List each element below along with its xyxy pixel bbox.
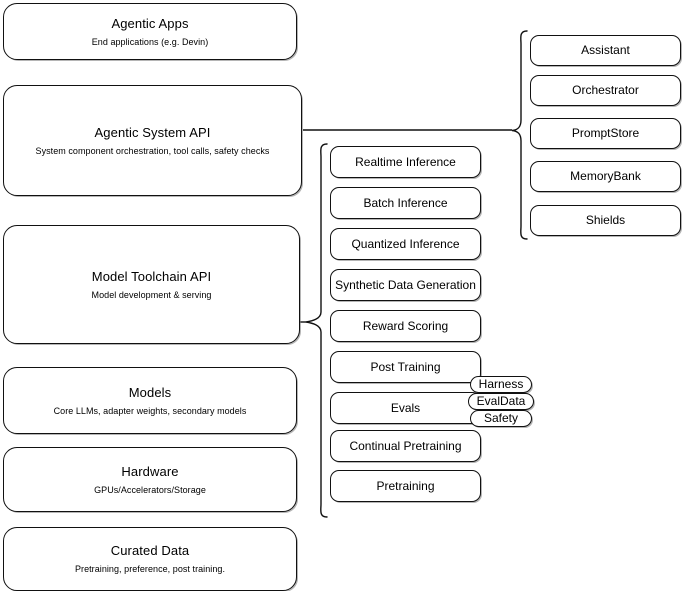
capability-label: Pretraining <box>376 478 435 493</box>
layer-models[interactable]: Models Core LLMs, adapter weights, secon… <box>3 367 297 434</box>
component-label: PromptStore <box>571 126 640 140</box>
layer-title: Model Toolchain API <box>91 268 212 284</box>
capability-continual-pretraining[interactable]: Continual Pretraining <box>330 430 481 462</box>
component-orchestrator[interactable]: Orchestrator <box>530 75 681 106</box>
layer-curated-data[interactable]: Curated Data Pretraining, preference, po… <box>3 527 297 591</box>
component-label: Orchestrator <box>572 83 639 97</box>
capability-batch-inference[interactable]: Batch Inference <box>330 187 481 219</box>
capability-evals[interactable]: Evals <box>330 392 481 424</box>
capability-label: Batch Inference <box>363 195 448 210</box>
layer-subtitle: Model development & serving <box>91 289 212 300</box>
evals-tag-label: Safety <box>483 411 519 425</box>
capability-label: Quantized Inference <box>351 236 460 251</box>
layer-title: Curated Data <box>110 543 190 558</box>
capability-label: Realtime Inference <box>355 154 456 169</box>
component-label: Shields <box>585 213 626 227</box>
capability-label: Post Training <box>370 359 441 374</box>
layer-subtitle: Pretraining, preference, post training. <box>74 564 226 574</box>
capability-quantized-inference[interactable]: Quantized Inference <box>330 228 481 260</box>
layer-subtitle: GPUs/Accelerators/Storage <box>94 484 206 495</box>
layer-title: Agentic Apps <box>111 15 189 31</box>
component-label: MemoryBank <box>570 169 641 183</box>
layer-subtitle: System component orchestration, tool cal… <box>35 145 270 156</box>
layer-agentic-apps[interactable]: Agentic Apps End applications (e.g. Devi… <box>3 3 297 60</box>
component-assistant[interactable]: Assistant <box>530 35 681 66</box>
layer-model-toolchain-api[interactable]: Model Toolchain API Model development & … <box>3 225 300 344</box>
component-promptstore[interactable]: PromptStore <box>530 118 681 149</box>
component-label: Assistant <box>581 43 630 57</box>
capability-label: Continual Pretraining <box>349 438 462 453</box>
layer-agentic-system-api[interactable]: Agentic System API System component orch… <box>3 85 302 196</box>
capability-realtime-inference[interactable]: Realtime Inference <box>330 146 481 178</box>
evals-tag-evaldata[interactable]: EvalData <box>468 393 534 410</box>
evals-tag-label: Harness <box>478 377 524 391</box>
capability-pretraining[interactable]: Pretraining <box>330 470 481 502</box>
layer-subtitle: End applications (e.g. Devin) <box>91 36 209 47</box>
capability-label: Reward Scoring <box>362 318 449 333</box>
component-memorybank[interactable]: MemoryBank <box>530 161 681 192</box>
layer-title: Hardware <box>121 463 179 479</box>
component-shields[interactable]: Shields <box>530 205 681 236</box>
evals-tag-harness[interactable]: Harness <box>470 376 532 393</box>
evals-tag-label: EvalData <box>476 394 526 408</box>
layer-title: Agentic System API <box>94 124 211 140</box>
capability-label: Synthetic Data Generation <box>335 277 476 292</box>
capability-label: Evals <box>390 400 421 415</box>
layer-hardware[interactable]: Hardware GPUs/Accelerators/Storage <box>3 447 297 512</box>
evals-tag-safety[interactable]: Safety <box>470 410 532 427</box>
layer-title: Models <box>128 384 172 400</box>
capability-synthetic-data-generation[interactable]: Synthetic Data Generation <box>330 269 481 301</box>
capability-post-training[interactable]: Post Training <box>330 351 481 383</box>
capability-reward-scoring[interactable]: Reward Scoring <box>330 310 481 342</box>
layer-subtitle: Core LLMs, adapter weights, secondary mo… <box>53 405 247 416</box>
